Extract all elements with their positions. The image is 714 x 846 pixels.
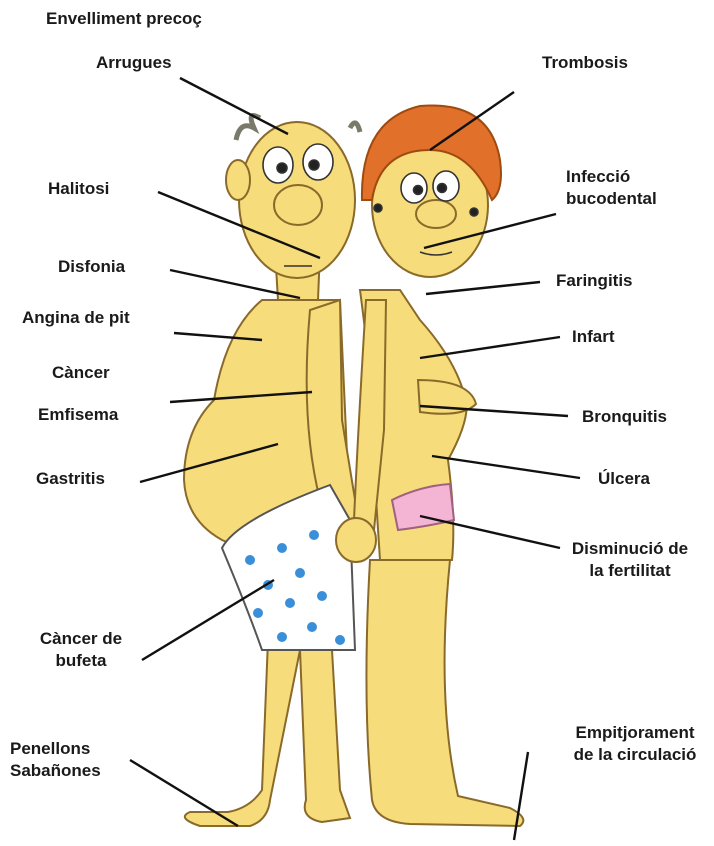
woman-legs xyxy=(366,560,523,826)
man-ear xyxy=(226,160,250,200)
label-disminucio-fertilitat: Disminució de la fertilitat xyxy=(560,538,700,582)
label-faringitis: Faringitis xyxy=(556,270,633,292)
label-circulacio-line2: de la circulació xyxy=(560,744,710,766)
label-trombosis: Trombosis xyxy=(542,52,628,74)
label-disfonia: Disfonia xyxy=(58,256,125,278)
label-gastritis: Gastritis xyxy=(36,468,105,490)
label-infart: Infart xyxy=(572,326,615,348)
man-hair xyxy=(236,116,260,140)
label-cancer-de-bufeta-line1: Càncer de xyxy=(26,628,136,650)
label-fertilitat-line1: Disminució de xyxy=(560,538,700,560)
title-envelliment-precoc: Envelliment precoç xyxy=(46,8,202,30)
label-infeccio-line2: bucodental xyxy=(566,188,657,210)
label-ulcera: Úlcera xyxy=(598,468,650,490)
man-right-leg xyxy=(300,650,350,822)
label-cancer-de-bufeta: Càncer de bufeta xyxy=(26,628,136,672)
man-nose xyxy=(274,185,322,225)
label-infeccio-bucodental: Infecció bucodental xyxy=(566,166,657,210)
label-infeccio-line1: Infecció xyxy=(566,166,657,188)
label-halitosi: Halitosi xyxy=(48,178,109,200)
label-penellons: Penellons Sabañones xyxy=(10,738,101,782)
label-arrugues: Arrugues xyxy=(96,52,172,74)
man-figure xyxy=(184,122,360,826)
label-empitjorament-circulacio: Empitjorament de la circulació xyxy=(560,722,710,766)
line-ulcera xyxy=(432,456,580,478)
line-arrugues xyxy=(180,78,288,134)
label-cancer: Càncer xyxy=(52,362,110,384)
clasped-hands xyxy=(336,518,376,562)
label-penellons-line2: Sabañones xyxy=(10,760,101,782)
label-angina-de-pit: Angina de pit xyxy=(22,307,130,329)
man-hair-right xyxy=(350,123,360,132)
woman-nose xyxy=(416,200,456,228)
label-bronquitis: Bronquitis xyxy=(582,406,667,428)
man-left-leg xyxy=(185,640,300,826)
label-fertilitat-line2: la fertilitat xyxy=(560,560,700,582)
label-cancer-de-bufeta-line2: bufeta xyxy=(26,650,136,672)
line-circulacio xyxy=(514,752,528,840)
label-circulacio-line1: Empitjorament xyxy=(560,722,710,744)
line-faringitis xyxy=(426,282,540,294)
label-emfisema: Emfisema xyxy=(38,404,118,426)
label-penellons-line1: Penellons xyxy=(10,738,101,760)
woman-figure xyxy=(352,133,523,826)
